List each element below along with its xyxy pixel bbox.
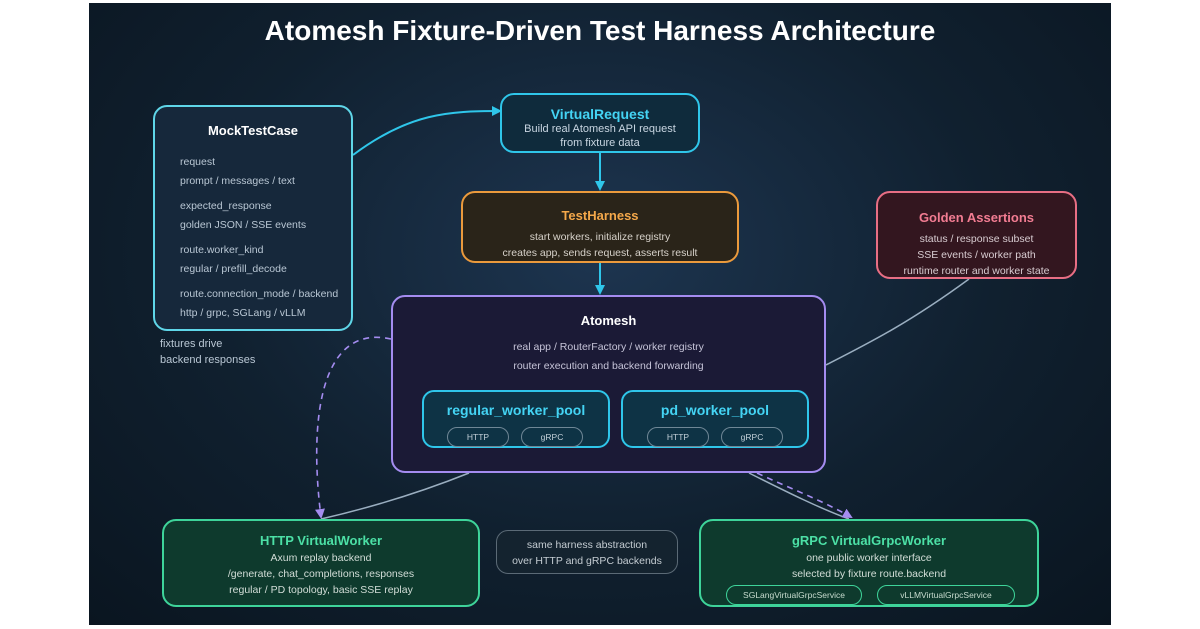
golden-assertions-line: runtime router and worker state [903, 265, 1050, 277]
arrow-mock-to-virtualrequest [352, 106, 502, 156]
field-name: route.worker_kind [180, 244, 264, 256]
http-virtual-worker-line: Axum replay backend [270, 552, 372, 564]
mock-test-case-box: MockTestCase request prompt / messages /… [153, 105, 353, 331]
mock-test-case-title: MockTestCase [207, 123, 299, 138]
atomesh-line: real app / RouterFactory / worker regist… [513, 341, 704, 353]
virtual-request-box: VirtualRequest Build real Atomesh API re… [500, 93, 700, 153]
golden-assertions-line: status / response subset [919, 233, 1034, 245]
virtual-request-line: Build real Atomesh API request [524, 123, 676, 135]
vllm-service-pill: vLLMVirtualGrpcService [877, 585, 1015, 605]
connector-layer [315, 106, 970, 520]
dashed-arrow-fixtures-to-http-worker [315, 336, 392, 519]
field-name: route.connection_mode / backend [180, 288, 339, 300]
harness-note-line: same harness abstraction [526, 539, 648, 551]
fixtures-note-line: backend responses [160, 354, 256, 366]
diagram-canvas: Atomesh Fixture-Driven Test Harness Arch… [89, 3, 1111, 625]
transport-pill-grpc: gRPC [721, 427, 783, 447]
transport-pill-grpc: gRPC [521, 427, 583, 447]
field-value: regular / prefill_decode [180, 263, 287, 275]
http-virtual-worker-box: HTTP VirtualWorker Axum replay backend /… [162, 519, 480, 607]
grpc-virtual-worker-line: one public worker interface [806, 552, 932, 564]
http-virtual-worker-line: /generate, chat_completions, responses [227, 568, 415, 580]
test-harness-line: start workers, initialize registry [529, 231, 671, 243]
sglang-service-pill: SGLangVirtualGrpcService [726, 585, 862, 605]
grpc-virtual-worker-line: selected by fixture route.backend [791, 568, 947, 580]
transport-pill-http: HTTP [447, 427, 509, 447]
field-name: expected_response [180, 200, 272, 212]
pool-title: pd_worker_pool [660, 402, 770, 418]
test-harness-box: TestHarness start workers, initialize re… [461, 191, 739, 263]
field-name: request [180, 156, 216, 168]
harness-abstraction-note: same harness abstraction over HTTP and g… [496, 530, 678, 574]
pd-worker-pool-box: pd_worker_pool [621, 390, 809, 448]
transport-pill-http: HTTP [647, 427, 709, 447]
pool-title: regular_worker_pool [446, 402, 586, 418]
golden-assertions-title: Golden Assertions [918, 210, 1035, 225]
test-harness-title: TestHarness [561, 208, 639, 223]
dashed-arrow-atomesh-to-grpc-worker [756, 472, 853, 518]
grpc-virtual-worker-box: gRPC VirtualGrpcWorker one public worker… [699, 519, 1039, 607]
test-harness-line: creates app, sends request, asserts resu… [502, 247, 698, 259]
field-value: http / grpc, SGLang / vLLM [180, 307, 306, 319]
field-value: golden JSON / SSE events [180, 219, 307, 231]
diagram-title: Atomesh Fixture-Driven Test Harness Arch… [264, 15, 936, 46]
golden-assertions-box: Golden Assertions status / response subs… [876, 191, 1077, 279]
http-virtual-worker-line: regular / PD topology, basic SSE replay [229, 584, 413, 596]
http-virtual-worker-title: HTTP VirtualWorker [259, 533, 383, 548]
link-golden-to-atomesh [825, 278, 970, 366]
virtual-request-line: from fixture data [560, 137, 640, 149]
link-atomesh-to-http-worker [320, 472, 470, 520]
link-atomesh-to-grpc-worker [748, 472, 850, 520]
golden-assertions-line: SSE events / worker path [917, 249, 1036, 261]
harness-note-line: over HTTP and gRPC backends [512, 555, 662, 567]
fixtures-note-line: fixtures drive [160, 338, 223, 350]
atomesh-title: Atomesh [580, 313, 637, 328]
virtual-request-title: VirtualRequest [550, 106, 650, 122]
field-value: prompt / messages / text [180, 175, 295, 187]
grpc-virtual-worker-title: gRPC VirtualGrpcWorker [791, 533, 947, 548]
atomesh-line: router execution and backend forwarding [513, 360, 704, 372]
